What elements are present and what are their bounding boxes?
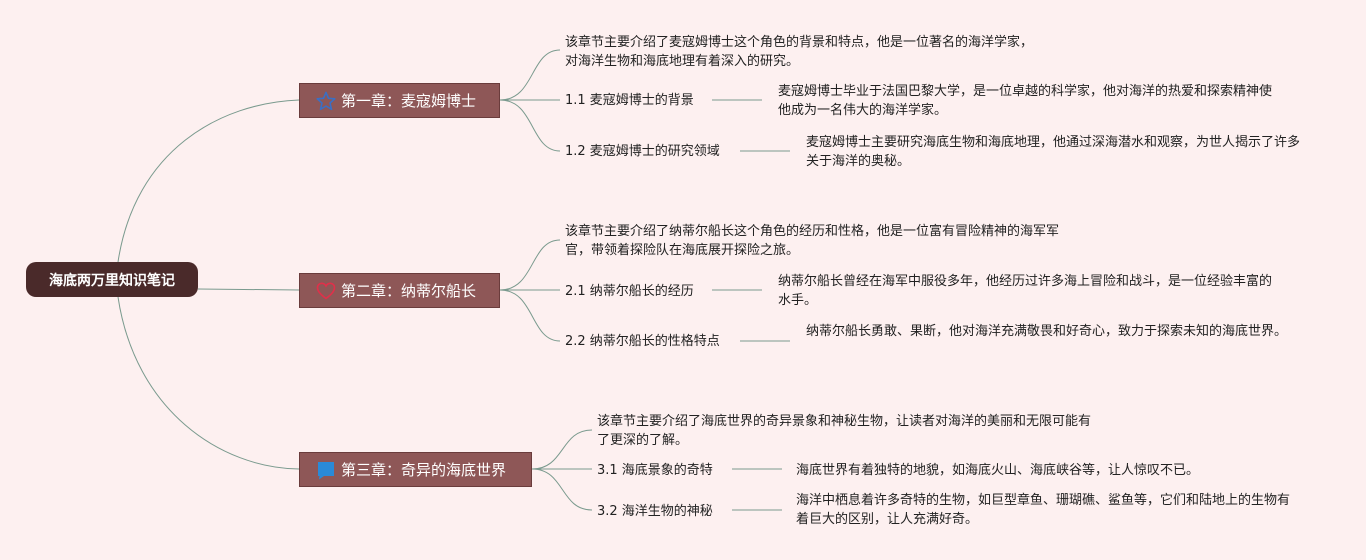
chapter-3-sub-1-detail: 海底世界有着独特的地貌，如海底火山、海底峡谷等，让人惊叹不已。 <box>796 463 1200 478</box>
connector-ch2-sub-2 <box>499 289 561 342</box>
flag-icon <box>316 460 336 480</box>
chapter-2-node[interactable]: 第二章：纳蒂尔船长 <box>299 273 500 308</box>
connector-root-chapter-1 <box>117 99 300 263</box>
connector-ch1-sub-2 <box>499 99 561 152</box>
connector-root-chapter-3 <box>117 296 300 470</box>
chapter-1-summary: 该章节主要介绍了麦寇姆博士这个角色的背景和特点，他是一位著名的海洋学家，对海洋生… <box>565 35 1034 69</box>
chapter-2-sub-1-label[interactable]: 2.1 纳蒂尔船长的经历 <box>565 284 694 299</box>
chapter-3-summary: 该章节主要介绍了海底世界的奇异景象和神秘生物，让读者对海洋的美丽和无限可能有了更… <box>597 414 1092 448</box>
chapter-3-sub-1-label[interactable]: 3.1 海底景象的奇特 <box>597 463 713 478</box>
chapter-3-title: 第三章：奇异的海底世界 <box>341 461 507 479</box>
chapter-2-summary: 该章节主要介绍了纳蒂尔船长这个角色的经历和性格，他是一位富有冒险精神的海军军官，… <box>565 224 1060 258</box>
chapter-1-sub-2-detail: 麦寇姆博士主要研究海底生物和海底地理，他通过深海潜水和观察，为世人揭示了许多关于… <box>806 135 1301 169</box>
connector-ch3-summary <box>531 429 593 470</box>
chapter-1-sub-2-label[interactable]: 1.2 麦寇姆博士的研究领域 <box>565 144 720 159</box>
connector-ch3-sub-2 <box>531 468 593 511</box>
root-node[interactable]: 海底两万里知识笔记 <box>26 262 198 297</box>
chapter-2-sub-2-label[interactable]: 2.2 纳蒂尔船长的性格特点 <box>565 334 720 349</box>
chapter-3-sub-2-label[interactable]: 3.2 海洋生物的神秘 <box>597 504 713 519</box>
connector-ch1-summary <box>499 49 561 101</box>
root-label: 海底两万里知识笔记 <box>49 272 175 289</box>
chapter-1-title: 第一章：麦寇姆博士 <box>341 92 477 110</box>
chapter-2-title: 第二章：纳蒂尔船长 <box>341 282 477 300</box>
chapter-3-sub-2-detail: 海洋中栖息着许多奇特的生物，如巨型章鱼、珊瑚礁、鲨鱼等，它们和陆地上的生物有着巨… <box>796 493 1291 527</box>
chapter-2-sub-1-detail: 纳蒂尔船长曾经在海军中服役多年，他经历过许多海上冒险和战斗，是一位经验丰富的水手… <box>778 274 1273 308</box>
heart-icon <box>316 281 336 301</box>
chapter-3-node[interactable]: 第三章：奇异的海底世界 <box>299 452 532 487</box>
star-icon <box>316 91 336 111</box>
chapter-1-sub-1-label[interactable]: 1.1 麦寇姆博士的背景 <box>565 93 694 108</box>
chapter-2-sub-2-detail: 纳蒂尔船长勇敢、果断，他对海洋充满敬畏和好奇心，致力于探索未知的海底世界。 <box>806 324 1288 339</box>
chapter-1-node[interactable]: 第一章：麦寇姆博士 <box>299 83 500 118</box>
chapter-1-sub-1-detail: 麦寇姆博士毕业于法国巴黎大学，是一位卓越的科学家，他对海洋的热爱和探索精神使他成… <box>778 84 1273 118</box>
connector-root-chapter-2 <box>197 288 300 291</box>
connector-ch2-summary <box>499 239 561 291</box>
